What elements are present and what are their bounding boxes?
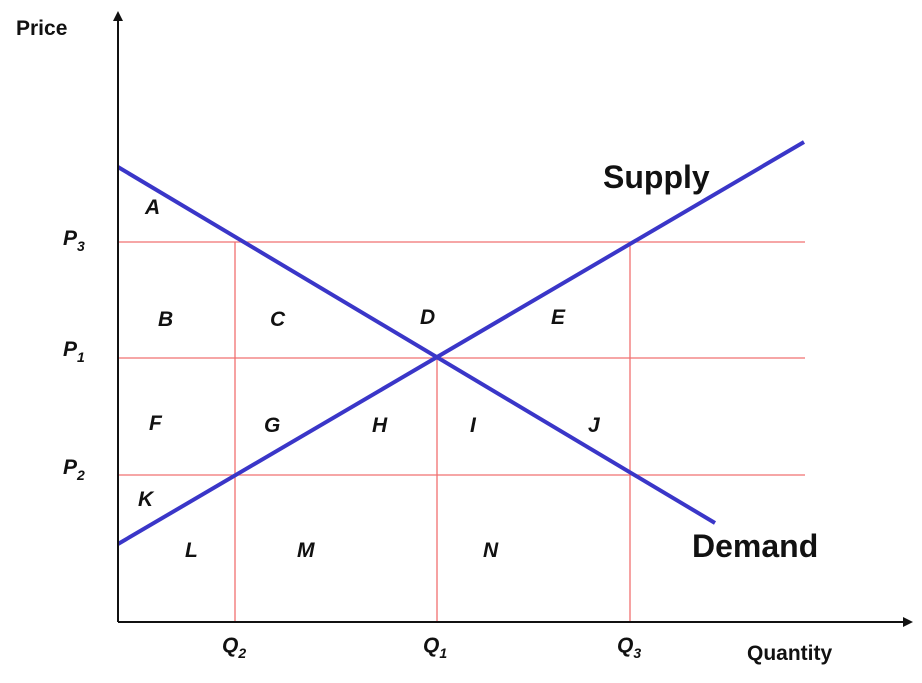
region-label-d: D [420,306,435,329]
demand-curve-label: Demand [692,528,818,564]
region-label-a: A [144,196,160,219]
region-label-g: G [264,414,280,437]
demand-curve [116,165,717,525]
region-label-k: K [138,488,155,511]
y-axis-title: Price [16,17,67,40]
supply-curve-label: Supply [603,159,710,195]
region-label-c: C [270,308,286,331]
price-label-p3: P3 [63,227,85,254]
quantity-label-q3: Q3 [617,634,641,661]
region-label-b: B [158,308,173,331]
price-label-p2: P2 [63,456,85,483]
quantity-label-q1: Q1 [423,634,447,661]
region-label-l: L [185,539,198,562]
region-label-i: I [470,414,477,437]
region-label-h: H [372,414,388,437]
supply-curve [116,140,806,546]
region-label-n: N [483,539,499,562]
region-label-j: J [588,414,601,437]
price-label-p1: P1 [63,338,85,365]
region-label-m: M [297,539,315,562]
quantity-label-q2: Q2 [222,634,246,661]
region-label-e: E [551,306,566,329]
region-label-f: F [149,412,163,435]
x-axis-title: Quantity [747,642,832,665]
